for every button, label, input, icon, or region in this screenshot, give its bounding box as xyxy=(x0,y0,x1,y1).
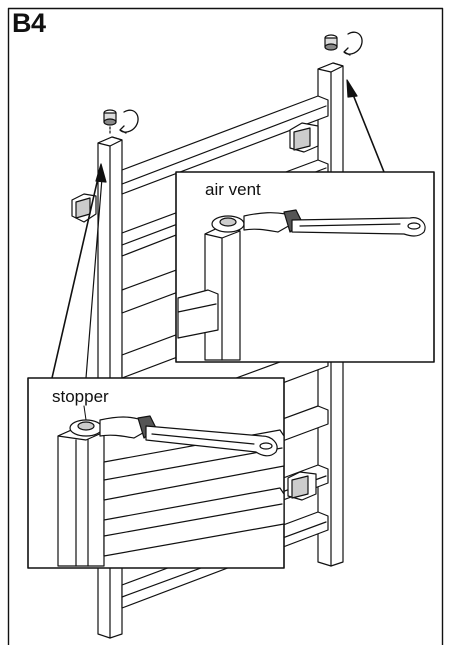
diagram-border xyxy=(7,7,444,645)
step-label: B4 xyxy=(12,8,46,38)
rotate-arrow-icon xyxy=(343,31,363,56)
fitting-left xyxy=(103,109,117,135)
callout-air-vent xyxy=(175,171,435,363)
bracket-icon xyxy=(71,122,319,501)
rotate-arrow-icon xyxy=(119,109,139,134)
air-vent-label: air vent xyxy=(205,180,261,199)
callout-stopper xyxy=(27,377,285,569)
wrench-icon xyxy=(69,415,278,457)
fitting-right xyxy=(324,34,338,51)
stopper-label: stopper xyxy=(52,387,109,406)
pointer-air-vent xyxy=(346,79,385,173)
wrench-icon xyxy=(211,209,426,237)
pointer-stopper xyxy=(51,163,107,379)
